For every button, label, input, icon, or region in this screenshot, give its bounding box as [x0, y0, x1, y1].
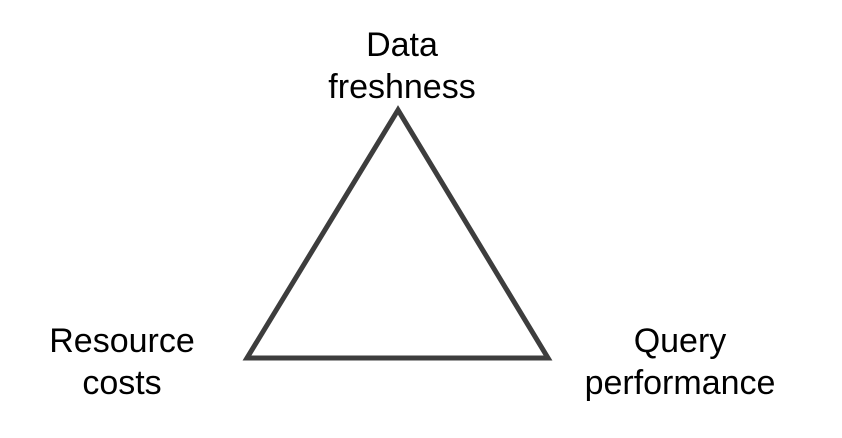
- vertex-label-line: performance: [584, 364, 776, 402]
- vertex-label-query-performance: Query performance: [550, 320, 810, 404]
- vertex-label-resource-costs: Resource costs: [22, 320, 222, 404]
- vertex-label-line: Query: [633, 322, 727, 360]
- vertex-label-line: freshness: [328, 68, 476, 106]
- triangle-outline: [242, 105, 553, 361]
- vertex-label-line: Data: [366, 26, 438, 64]
- vertex-label-data-freshness: Data freshness: [302, 24, 502, 108]
- vertex-label-line: Resource: [49, 322, 195, 360]
- vertex-label-line: costs: [82, 364, 162, 402]
